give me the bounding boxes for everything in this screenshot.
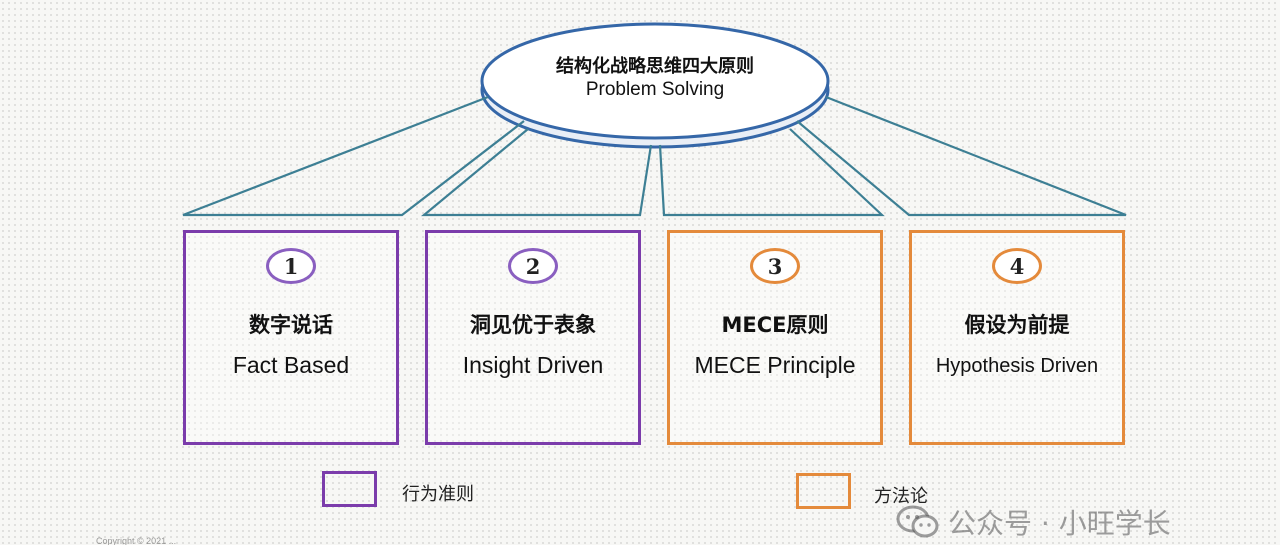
legend-label-behavior: 行为准则 [402, 484, 474, 505]
wechat-icon [896, 505, 939, 538]
pillar-title-en: Hypothesis Driven [935, 355, 1099, 377]
pillar-title-cn: MECE原则 [721, 313, 829, 337]
pillar-title-en: Fact Based [232, 352, 350, 378]
pillar-mece-principle: 3 MECE原则 MECE Principle [667, 230, 883, 445]
pillar-number-badge: 2 [508, 248, 558, 284]
root-title-cn: 结构化战略思维四大原则 [556, 56, 754, 77]
connector-pillar-1 [182, 95, 525, 217]
pillar-title-en: Insight Driven [462, 352, 604, 378]
pillar-hypothesis-driven: 4 假设为前提 Hypothesis Driven [909, 230, 1125, 445]
pillar-number-badge: 4 [992, 248, 1042, 284]
legend-swatch-behavior [322, 471, 377, 507]
pillar-title-en: MECE Principle [694, 352, 856, 378]
pillar-title-cn: 洞见优于表象 [470, 313, 596, 337]
root-ellipse [480, 22, 830, 149]
root-title-en: Problem Solving [585, 79, 725, 100]
connector-pillar-4 [796, 95, 1127, 217]
pillar-title-cn: 假设为前提 [964, 313, 1070, 337]
footer-copyright: Copyright © 2021 ... [96, 536, 177, 545]
pillar-number-badge: 1 [266, 248, 316, 284]
connector-pillar-2 [420, 128, 653, 217]
pillar-title-cn: 数字说话 [249, 313, 333, 337]
watermark: 公众号 · 小旺学长 [896, 502, 1171, 542]
legend-label-method: 方法论 [874, 486, 928, 507]
legend-swatch-method [796, 473, 851, 509]
pillar-fact-based: 1 数字说话 Fact Based [183, 230, 399, 445]
watermark-text: 公众号 · 小旺学长 [948, 507, 1171, 540]
pillar-number-badge: 3 [750, 248, 800, 284]
connector-pillar-3 [658, 128, 885, 217]
pillar-insight-driven: 2 洞见优于表象 Insight Driven [425, 230, 641, 445]
